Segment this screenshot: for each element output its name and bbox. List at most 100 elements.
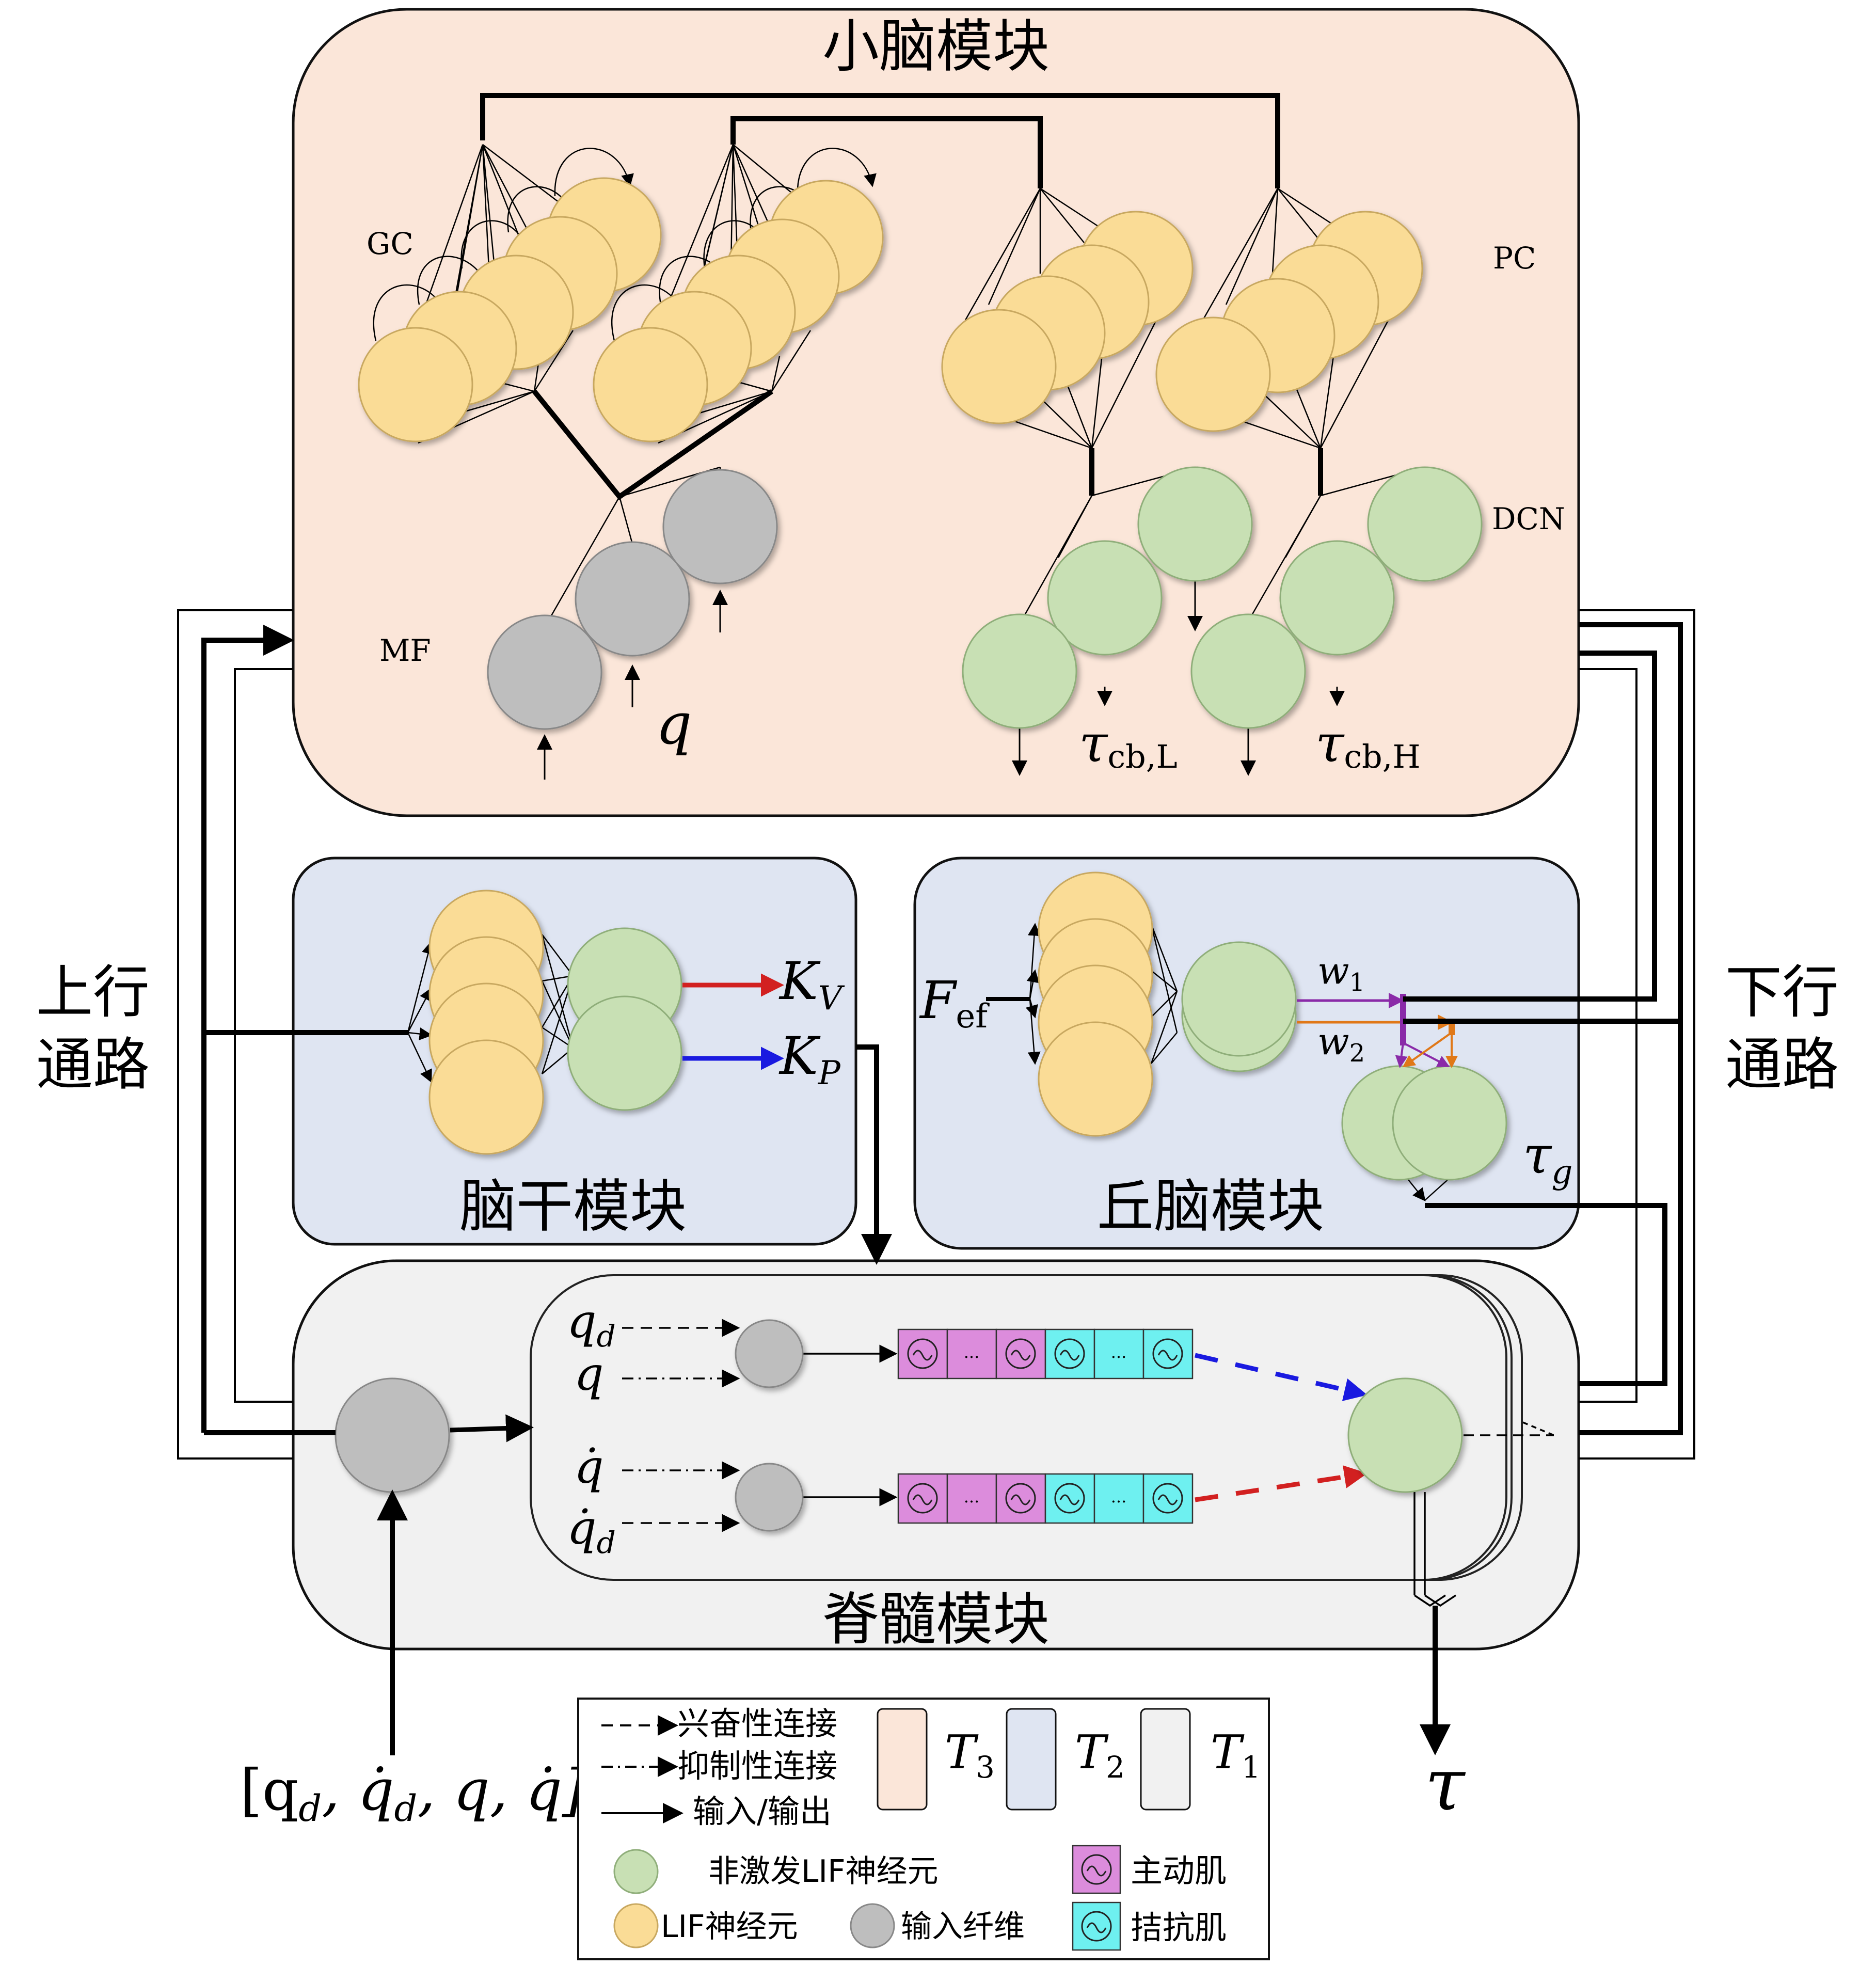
oscillator-icon xyxy=(1081,1911,1112,1942)
ascending-pathway-label-2: 通路 xyxy=(36,1032,150,1098)
dcn-neuron xyxy=(1137,466,1253,582)
spinal-integration-neuron xyxy=(335,1377,450,1493)
oscillator-icon xyxy=(1005,1338,1036,1369)
descending-pathway-label-2: 通路 xyxy=(1725,1032,1839,1098)
mf-neuron xyxy=(662,469,778,584)
oscillator-icon xyxy=(1005,1483,1036,1514)
muscle-ellipsis: ... xyxy=(1111,1342,1127,1362)
descending-pathway-label: 下行 xyxy=(1725,959,1839,1025)
pc-label: PC xyxy=(1493,241,1536,276)
fef-label: Fef xyxy=(919,970,990,1036)
diencephalon-nonspiking-neurons xyxy=(1181,941,1507,1181)
spinal-motor-neuron xyxy=(1347,1377,1463,1493)
oscillator-icon xyxy=(1152,1338,1183,1369)
oscillator-icons xyxy=(907,1338,1183,1514)
mf-label: MF xyxy=(379,633,431,668)
mf-neuron xyxy=(575,541,690,657)
brainstem-module-title: 脑干模块 xyxy=(459,1174,687,1240)
antagonist-cell xyxy=(1142,1328,1194,1380)
position-to-motor-arrow xyxy=(1194,1353,1368,1401)
dcn-neuron xyxy=(1279,540,1395,656)
agonist-cell xyxy=(995,1473,1046,1524)
w1-label: w1 xyxy=(1317,949,1365,997)
legend-t2-swatch xyxy=(1006,1708,1057,1811)
diencephalon-lif-neuron xyxy=(1038,1021,1153,1137)
tau-cb-l-label: τcb,L xyxy=(1079,714,1178,775)
pc-neuron xyxy=(1155,316,1271,432)
legend-inhibitory: 抑制性连接 xyxy=(677,1747,837,1785)
w2-label: w2 xyxy=(1317,1020,1365,1068)
system-output-label: τ xyxy=(1425,1743,1466,1827)
spinal-module-title: 脊髓模块 xyxy=(822,1587,1050,1653)
dcn-neuron-group-2 xyxy=(1190,466,1483,729)
spinal-qdot-d-label: q̇d xyxy=(567,1501,616,1560)
legend-t3-label: T3 xyxy=(945,1725,995,1785)
legend-t2-label: T2 xyxy=(1075,1725,1125,1785)
legend-input-fiber-swatch xyxy=(850,1903,895,1948)
mf-neuron-group xyxy=(487,469,778,730)
antagonist-cell xyxy=(1044,1473,1095,1524)
oscillator-icon xyxy=(1081,1854,1112,1885)
legend-t3-swatch xyxy=(877,1708,928,1811)
diencephalon-hidden-neuron xyxy=(1181,941,1297,1057)
legend-agonist-label: 主动肌 xyxy=(1131,1852,1227,1890)
muscle-ellipsis: ... xyxy=(1111,1487,1127,1507)
agonist-cell xyxy=(946,1328,997,1380)
dcn-neuron xyxy=(1367,466,1483,582)
spinal-input-neurons xyxy=(735,1319,804,1532)
pc-neuron xyxy=(941,309,1057,424)
legend-t1-swatch xyxy=(1140,1708,1191,1811)
mf-neuron xyxy=(487,614,602,730)
agonist-cell xyxy=(995,1328,1046,1380)
agonist-cell xyxy=(946,1473,997,1524)
spinal-q-label: q xyxy=(574,1347,604,1401)
legend-lif-swatch xyxy=(613,1903,659,1948)
oscillator-icon xyxy=(1054,1483,1085,1514)
descending-pathway xyxy=(856,609,1695,1460)
spinal-to-inner-arrow xyxy=(450,1414,534,1442)
antagonist-cell xyxy=(1044,1328,1095,1380)
legend-t1-label: T1 xyxy=(1211,1725,1261,1785)
spinal-velocity-input-neuron xyxy=(735,1463,804,1532)
system-input-label: [qd, q̇d, q, q̇] xyxy=(240,1757,585,1830)
mf-output-q-label: q xyxy=(656,691,692,757)
velocity-muscle-chain xyxy=(897,1473,1194,1524)
legend-lif-label: LIF神经元 xyxy=(661,1909,798,1945)
muscle-ellipsis: ... xyxy=(964,1487,980,1507)
tau-cb-h-label: τcb,H xyxy=(1315,714,1421,775)
gc-neuron-group-1 xyxy=(358,177,662,442)
gc-neuron-group-2 xyxy=(593,180,884,442)
gc-label: GC xyxy=(367,226,414,261)
antagonist-cell xyxy=(1093,1473,1144,1524)
position-muscle-chain xyxy=(897,1328,1194,1380)
tau-g-label: τg xyxy=(1523,1125,1572,1192)
oscillator-icon xyxy=(1054,1338,1085,1369)
spinal-wiring xyxy=(622,1319,1554,1607)
gate-cross-wiring xyxy=(1395,1032,1458,1068)
brainstem-output-neuron-kp xyxy=(567,995,682,1111)
legend-io: 输入/输出 xyxy=(693,1793,832,1830)
kp-label: KP xyxy=(778,1026,841,1092)
diencephalon-lif-neurons xyxy=(1038,871,1153,1137)
ascending-pathway-label: 上行 xyxy=(36,959,150,1025)
velocity-to-motor-arrow xyxy=(1195,1465,1368,1502)
agonist-cell xyxy=(897,1328,948,1380)
diencephalon-wiring xyxy=(986,923,1451,1201)
legend-nonspiking-label: 非激发LIF神经元 xyxy=(708,1853,939,1890)
dcn-neuron-group-1 xyxy=(962,466,1253,729)
spinal-qd-label: qd xyxy=(567,1294,616,1354)
legend-lines xyxy=(601,1715,683,1824)
pc-neuron-group-2 xyxy=(1155,211,1423,432)
kv-label: KV xyxy=(778,951,845,1018)
brainstem-lif-neuron xyxy=(428,1039,544,1155)
pc-neuron-group-1 xyxy=(941,211,1194,424)
dcn-neuron xyxy=(962,613,1077,729)
ascending-pathway xyxy=(177,609,408,1460)
brainstem-lif-neurons xyxy=(428,890,544,1155)
cerebellum-module-title: 小脑模块 xyxy=(822,13,1050,80)
brainstem-nonspiking-neurons xyxy=(567,927,682,1111)
diencephalon-output-neuron xyxy=(1392,1065,1507,1181)
spinal-qdot-label: q̇ xyxy=(574,1440,604,1494)
spinal-position-input-neuron xyxy=(735,1319,804,1388)
